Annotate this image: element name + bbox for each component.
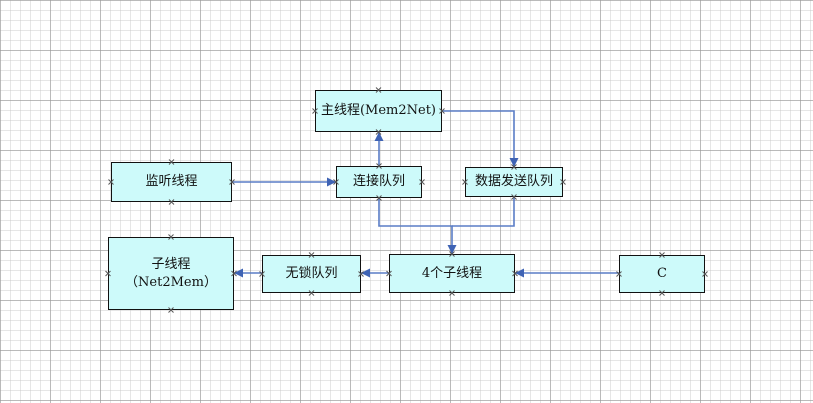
edge-send-queue-to-four	[452, 197, 515, 227]
edge-conn-queue-to-four	[378, 198, 457, 254]
node-main-thread[interactable]: 主线程(Mem2Net)	[315, 90, 442, 132]
node-child-thread-label: 子线程 （Net2Mem）	[125, 256, 217, 290]
node-send-queue-label: 数据发送队列	[474, 174, 553, 189]
edge-main-to-send-queue	[442, 110, 519, 167]
node-connection-queue[interactable]: 连接队列	[336, 166, 422, 198]
node-c[interactable]: C	[619, 255, 705, 293]
node-lockfree-queue[interactable]: 无锁队列	[262, 255, 361, 293]
node-send-queue[interactable]: 数据发送队列	[465, 167, 563, 197]
node-c-label: C	[657, 266, 667, 281]
node-four-child-threads[interactable]: 4个子线程	[389, 254, 515, 293]
node-listen-thread-label: 监听线程	[145, 174, 198, 189]
node-four-child-threads-label: 4个子线程	[421, 265, 483, 281]
node-connection-queue-label: 连接队列	[352, 174, 405, 189]
node-listen-thread[interactable]: 监听线程	[111, 162, 232, 202]
node-child-thread[interactable]: 子线程 （Net2Mem）	[108, 237, 234, 310]
node-lockfree-queue-label: 无锁队列	[285, 266, 338, 281]
node-main-thread-label: 主线程(Mem2Net)	[320, 103, 437, 118]
